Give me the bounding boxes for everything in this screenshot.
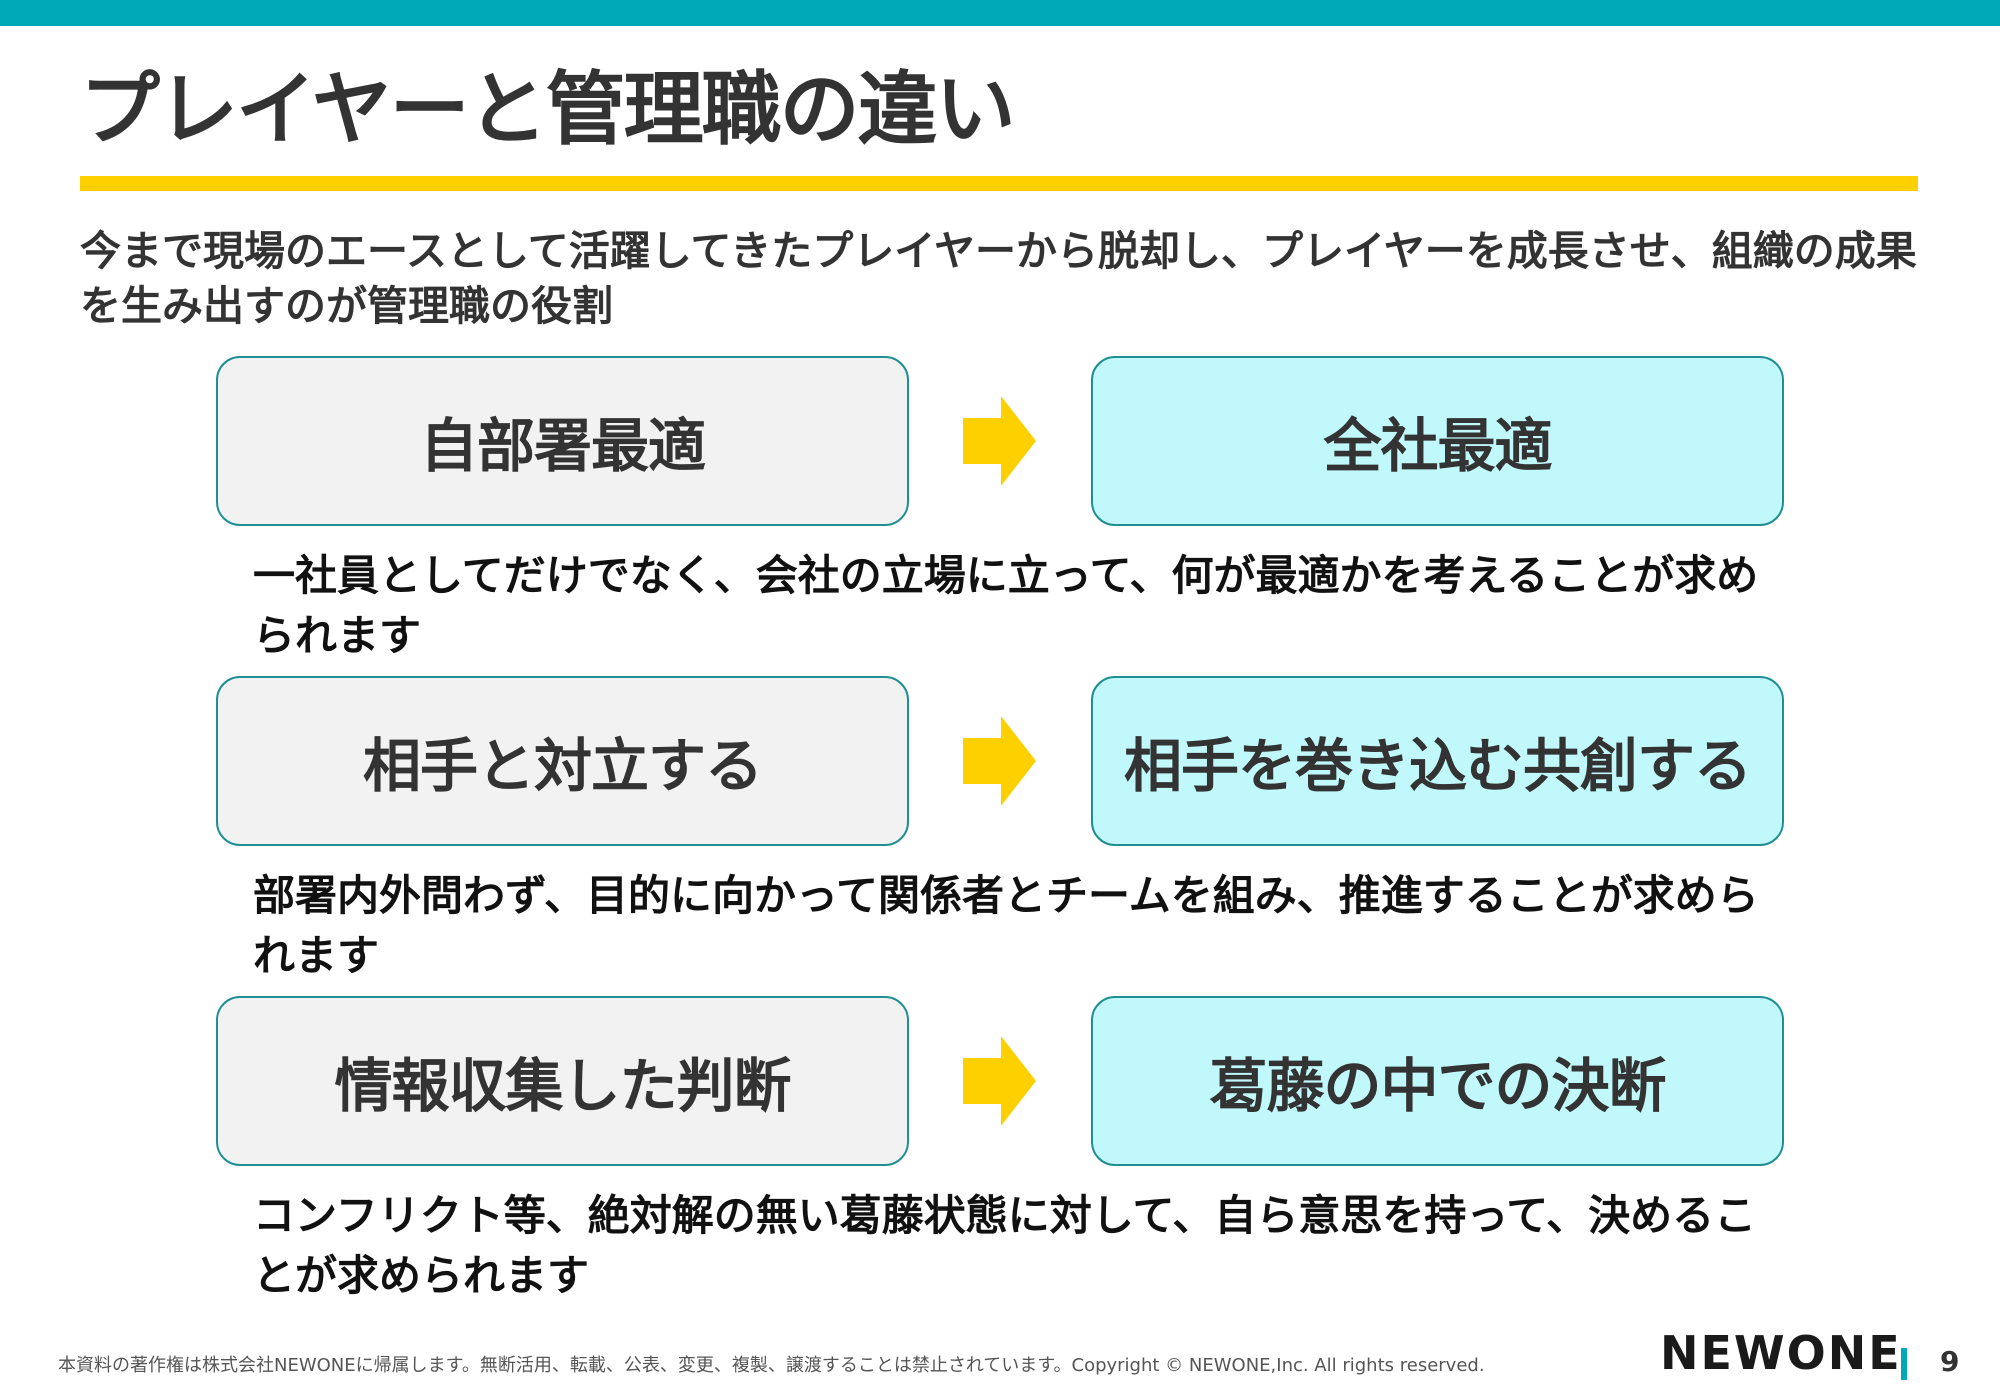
row-description: 部署内外問わず、目的に向かって関係者とチームを組み、推進することが求められます: [253, 871, 1759, 980]
manager-mindset-label: 全社最適: [1323, 412, 1552, 480]
manager-mindset-label: 相手を巻き込む共創する: [1123, 732, 1752, 800]
manager-mindset-label: 葛藤の中での決断: [1209, 1052, 1666, 1120]
arrow-right-icon: [963, 396, 1036, 486]
arrow-right-icon: [963, 716, 1036, 806]
title-underline: [80, 176, 1918, 191]
brand-divider: [1901, 1348, 1907, 1380]
manager-mindset-box: 葛藤の中での決断: [1091, 996, 1784, 1166]
manager-mindset-box: 全社最適: [1091, 356, 1784, 526]
top-accent-bar: [0, 0, 2000, 26]
row-description: 一社員としてだけでなく、会社の立場に立って、何が最適かを考えることが求められます: [253, 551, 1759, 660]
player-mindset-box: 自部署最適: [216, 356, 909, 526]
copyright-notice: 本資料の著作権は株式会社NEWONEに帰属します。無断活用、転載、公表、変更、複…: [58, 1355, 1485, 1376]
player-mindset-label: 自部署最適: [419, 412, 706, 480]
player-mindset-box: 相手と対立する: [216, 676, 909, 846]
manager-mindset-box: 相手を巻き込む共創する: [1091, 676, 1784, 846]
row-description: コンフリクト等、絶対解の無い葛藤状態に対して、自ら意思を持って、決めることが求め…: [253, 1191, 1757, 1300]
intro-text: 今まで現場のエースとして活躍してきたプレイヤーから脱却し、プレイヤーを成長させ、…: [80, 227, 1917, 330]
page-number: 9: [1940, 1345, 1960, 1378]
player-mindset-label: 情報収集した判断: [334, 1052, 791, 1120]
arrow-right-icon: [963, 1036, 1036, 1126]
player-mindset-box: 情報収集した判断: [216, 996, 909, 1166]
player-mindset-label: 相手と対立する: [362, 732, 763, 800]
page-title: プレイヤーと管理職の違い: [80, 63, 1016, 156]
brand-logo: NEWONE: [1660, 1326, 1902, 1380]
